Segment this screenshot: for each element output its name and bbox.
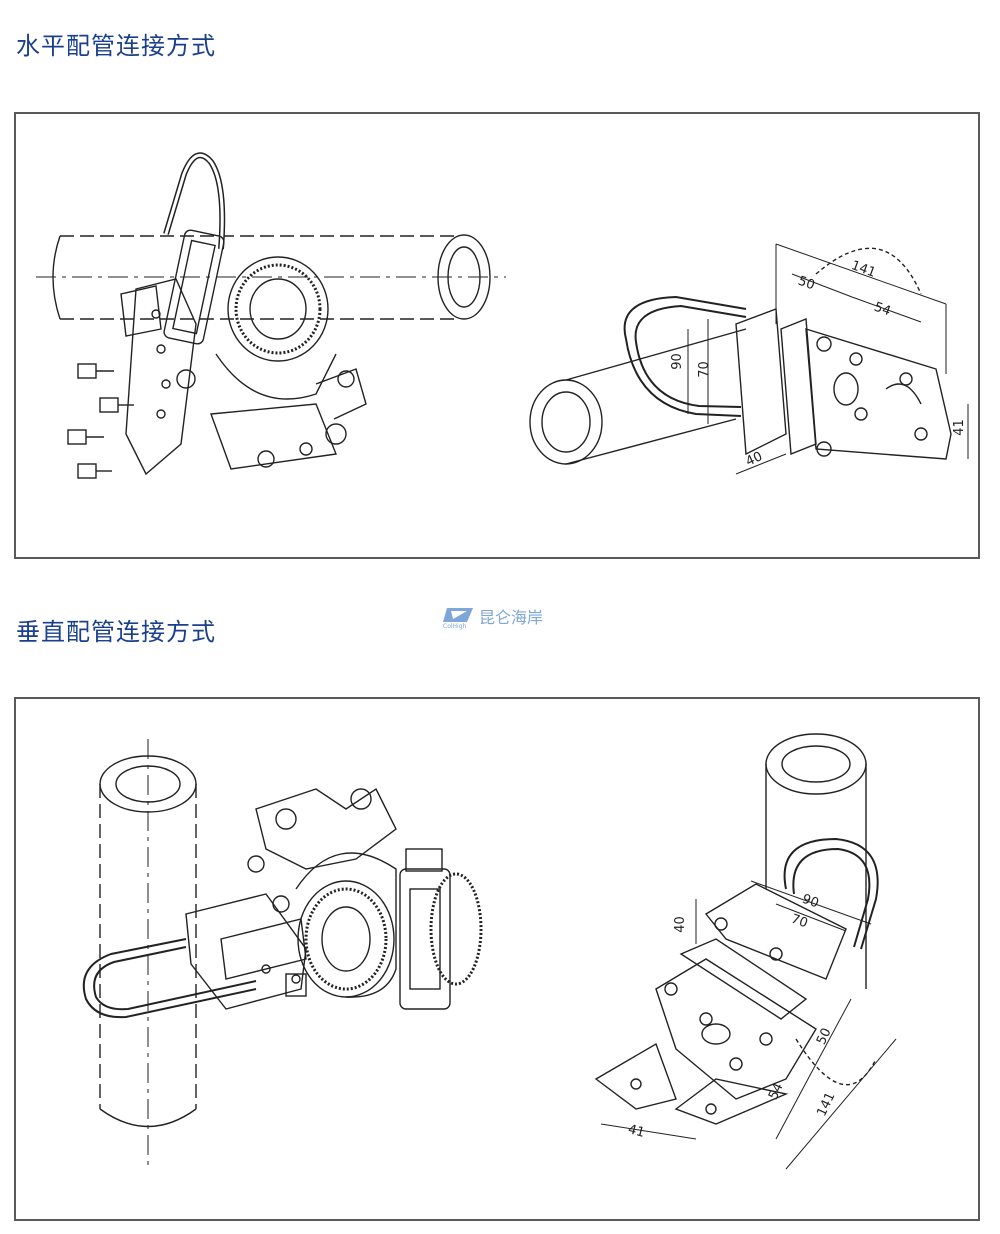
horizontal-mount-diagram xyxy=(36,152,969,479)
u-bolt-right-v xyxy=(783,837,879,950)
mount-plate-left-v xyxy=(185,893,307,1010)
horizontal-pipe-left xyxy=(36,234,506,320)
section-title-vertical: 垂直配管连接方式 xyxy=(16,618,216,646)
brand-name-en: ColHigh xyxy=(443,623,467,630)
capillary-tube xyxy=(163,152,226,250)
brand-logo: 昆仑海岸 ColHigh xyxy=(443,604,563,632)
dim-70-h: 70 xyxy=(696,361,712,378)
transmitter-body-left-v xyxy=(247,787,483,1010)
horizontal-mount-panel: 141 50 54 90 70 40 41 xyxy=(14,112,980,559)
u-bolt-left xyxy=(82,938,257,1019)
dimension-lines-right xyxy=(687,243,969,475)
horizontal-pipe-right xyxy=(529,247,922,465)
bracket-plates-right-v xyxy=(594,883,847,1125)
section-title-horizontal: 水平配管连接方式 xyxy=(16,32,216,60)
bolts-left xyxy=(67,363,134,479)
vertical-mount-panel: 90 70 40 50 54 141 41 xyxy=(14,697,980,1221)
dim-90-h: 90 xyxy=(669,353,685,370)
dimension-lines-right-v xyxy=(600,880,897,1170)
mount-plate-left xyxy=(120,278,197,476)
dim-41-h: 41 xyxy=(951,419,967,436)
transmitter-body-left xyxy=(163,229,367,470)
dim-40-v: 40 xyxy=(672,916,688,933)
u-bolt-right xyxy=(623,295,747,417)
vertical-mount-diagram xyxy=(82,733,897,1170)
vertical-pipe-left xyxy=(99,739,197,1169)
brand-name-cn: 昆仑海岸 xyxy=(479,608,544,627)
brand-mark-icon xyxy=(443,608,473,622)
bracket-plates-right xyxy=(735,308,952,460)
